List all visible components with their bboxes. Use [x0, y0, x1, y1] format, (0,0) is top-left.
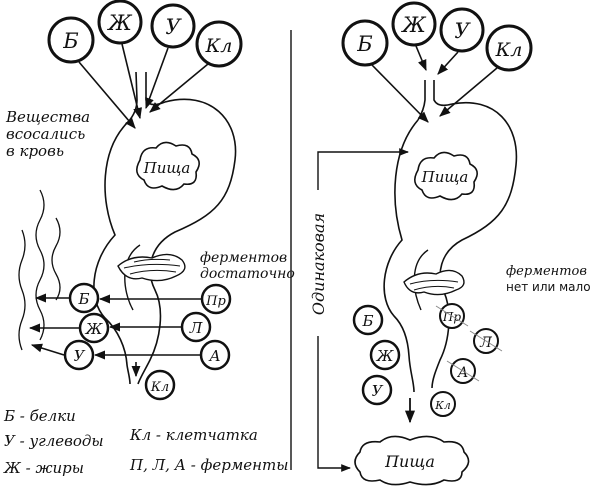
- right-pancreas: [403, 269, 465, 296]
- svg-text:Ж: Ж: [400, 13, 427, 37]
- left-top-circle-protein: Б: [47, 16, 95, 64]
- svg-text:ферментов: ферментов: [200, 250, 287, 266]
- legend: Б - белки У - углеводы Ж - жиры Кл - кле…: [3, 407, 289, 477]
- svg-text:Пр: Пр: [205, 294, 226, 309]
- legend-carbs: У - углеводы: [4, 432, 104, 450]
- svg-text:У: У: [165, 15, 182, 39]
- svg-text:ферментов: ферментов: [506, 264, 587, 279]
- svg-text:Ж: Ж: [106, 11, 133, 35]
- legend-enzymes: П, Л, А - ферменты: [129, 456, 289, 474]
- svg-text:Б: Б: [77, 290, 89, 308]
- svg-text:У: У: [454, 19, 471, 43]
- legend-proteins: Б - белки: [3, 407, 76, 425]
- left-food-cloud: Пища: [136, 141, 200, 191]
- svg-text:Кл: Кл: [434, 399, 451, 412]
- left-pancreas: [117, 253, 186, 282]
- right-enzyme-lipase: Л: [469, 328, 503, 354]
- svg-text:А: А: [208, 347, 220, 365]
- right-nutrient-fat: Ж: [369, 339, 401, 371]
- left-enzymes-caption: ферментов достаточно: [200, 250, 295, 282]
- svg-text:Б: Б: [356, 32, 372, 56]
- svg-text:А: А: [457, 365, 469, 381]
- absorbed-caption: Вещества всосались в кровь: [5, 108, 90, 160]
- svg-text:в кровь: в кровь: [6, 142, 64, 160]
- svg-text:всосались: всосались: [6, 125, 85, 143]
- right-output-label: Пища: [384, 452, 435, 471]
- svg-text:Б: Б: [62, 29, 78, 53]
- svg-text:достаточно: достаточно: [200, 266, 295, 282]
- left-food-label: Пища: [143, 159, 191, 177]
- svg-text:Вещества: Вещества: [5, 108, 90, 126]
- right-output-cloud: Пища: [354, 435, 470, 486]
- left-top-circle-carb: У: [150, 3, 196, 49]
- right-panel: Б Ж У Кл Пища: [341, 1, 591, 486]
- svg-text:Л: Л: [189, 319, 203, 337]
- svg-text:Кл: Кл: [495, 39, 523, 61]
- left-enzyme-amylase: А: [199, 339, 231, 371]
- right-food-label: Пища: [421, 168, 469, 186]
- right-fiber-circle: Кл: [430, 391, 456, 417]
- svg-text:Кл: Кл: [150, 380, 169, 395]
- left-fiber-circle: Кл: [144, 369, 176, 401]
- svg-text:Пр: Пр: [442, 310, 461, 324]
- right-food-cloud: Пища: [414, 151, 478, 201]
- right-enzymes-caption: ферментов нет или мало: [506, 264, 591, 294]
- left-panel: Б Ж У Кл Пища: [5, 0, 295, 401]
- left-nutrient-fat: Ж: [78, 312, 110, 344]
- svg-text:У: У: [74, 347, 86, 365]
- same-bracket: Одинаковая: [309, 148, 409, 472]
- right-top-circle-carb: У: [439, 7, 485, 53]
- right-top-circle-fiber: Кл: [485, 24, 533, 72]
- right-top-circle-protein: Б: [341, 19, 389, 67]
- svg-text:Ж: Ж: [85, 320, 104, 338]
- svg-text:У: У: [372, 382, 384, 400]
- left-nutrient-carb: У: [63, 339, 95, 371]
- left-top-circle-fat: Ж: [97, 0, 143, 45]
- right-enzyme-protease: Пр: [435, 303, 469, 329]
- left-top-circle-fiber: Кл: [195, 20, 243, 68]
- svg-text:Б: Б: [361, 312, 373, 330]
- right-enzyme-amylase: А: [446, 358, 480, 384]
- left-nutrient-protein: Б: [68, 282, 100, 314]
- right-nutrient-protein: Б: [352, 304, 384, 336]
- svg-text:Ж: Ж: [376, 347, 395, 365]
- right-top-circle-fat: Ж: [391, 1, 437, 47]
- legend-fiber: Кл - клетчатка: [129, 426, 258, 444]
- svg-text:Кл: Кл: [205, 35, 233, 57]
- svg-text:нет или мало: нет или мало: [506, 280, 591, 294]
- legend-fats: Ж - жиры: [3, 459, 84, 477]
- left-enzyme-protease: Пр: [200, 283, 232, 315]
- left-enzyme-lipase: Л: [180, 311, 212, 343]
- same-label: Одинаковая: [309, 213, 328, 315]
- right-nutrient-carb: У: [361, 374, 393, 406]
